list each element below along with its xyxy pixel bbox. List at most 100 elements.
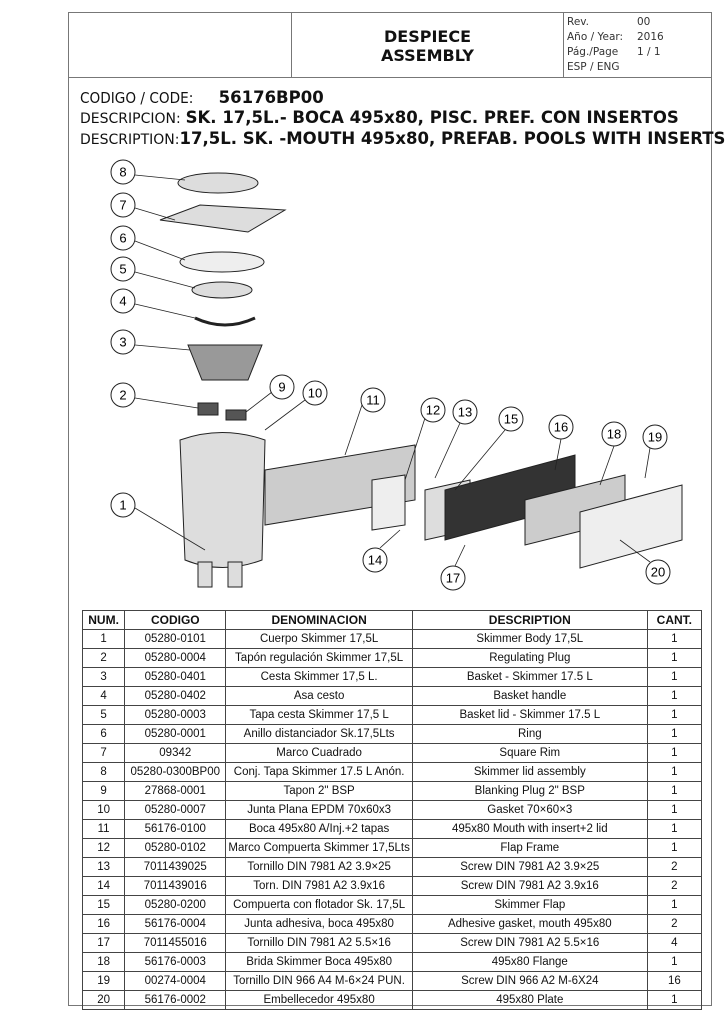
table-cell: Torn. DIN 7981 A2 3.9x16 (225, 876, 413, 896)
part-flap-frame (371, 474, 406, 531)
callout-2: 2 (110, 382, 136, 408)
table-cell: 05280-0300BP00 (124, 762, 227, 782)
table-cell: 05280-0003 (124, 705, 227, 725)
table-cell: 14 (81, 876, 126, 896)
table-cell: 1 (81, 629, 126, 649)
table-cell: Marco Cuadrado (225, 743, 413, 763)
table-cell: 1 (646, 819, 703, 839)
callout-circle (302, 380, 328, 406)
column-header: DENOMINACION (225, 610, 413, 630)
callout-number: 9 (278, 380, 285, 395)
callout-circle (548, 414, 574, 440)
callout-number: 2 (119, 388, 126, 403)
callout-11: 11 (360, 387, 386, 413)
table-cell: 19 (81, 971, 126, 991)
table-cell: Tapon 2" BSP (225, 781, 413, 801)
table-cell: Tapón regulación Skimmer 17,5L (225, 648, 413, 668)
rev-label: Rev. (567, 16, 590, 28)
table-cell: Skimmer Body 17,5L (411, 629, 648, 649)
callout-circle (360, 387, 386, 413)
table-cell: 13 (81, 857, 126, 877)
table-cell: 05280-0102 (124, 838, 227, 858)
table-cell: Flap Frame (411, 838, 648, 858)
table-cell: 11 (81, 819, 126, 839)
table-cell: 9 (81, 781, 126, 801)
callout-number: 7 (119, 198, 126, 213)
callout-circle (110, 492, 136, 518)
table-cell: 17 (81, 933, 126, 953)
table-cell: 1 (646, 743, 703, 763)
table-cell: 2 (646, 914, 703, 934)
callout-number: 17 (446, 571, 460, 586)
table-cell: 4 (81, 686, 126, 706)
table-cell: 1 (646, 990, 703, 1010)
table-cell: Embellecedor 495x80 (225, 990, 413, 1010)
table-cell: Screw DIN 7981 A2 5.5×16 (411, 933, 648, 953)
callout-number: 15 (504, 412, 518, 427)
table-cell: 09342 (124, 743, 227, 763)
table-cell: Ring (411, 724, 648, 744)
callout-circle (110, 192, 136, 218)
callout-12: 12 (420, 397, 446, 423)
table-cell: 7011455016 (124, 933, 227, 953)
table-cell: 5 (81, 705, 126, 725)
part-body (179, 432, 266, 568)
table-cell: 7 (81, 743, 126, 763)
table-cell: 05280-0004 (124, 648, 227, 668)
callout-circle (110, 225, 136, 251)
part-plate (579, 484, 683, 569)
table-cell: 27868-0001 (124, 781, 227, 801)
callout-number: 1 (119, 498, 126, 513)
table-cell: 1 (646, 781, 703, 801)
callout-14: 14 (362, 547, 388, 573)
product-info: CODIGO / CODE: 56176BP00 DESCRIPCION: SK… (80, 88, 725, 150)
part-body-outlet (197, 561, 213, 588)
callout-number: 11 (366, 393, 380, 408)
table-cell: Adhesive gasket, mouth 495x80 (411, 914, 648, 934)
callout-15: 15 (498, 406, 524, 432)
callout-circle (110, 256, 136, 282)
callout-number: 16 (554, 420, 568, 435)
table-cell: 7011439016 (124, 876, 227, 896)
table-cell: 56176-0003 (124, 952, 227, 972)
table-cell: 6 (81, 724, 126, 744)
rev-value: 00 (637, 16, 651, 28)
part-body-outlet (227, 561, 243, 588)
callout-number: 13 (458, 405, 472, 420)
callout-8: 8 (110, 159, 136, 185)
part-ring (179, 251, 265, 273)
callout-number: 10 (308, 386, 322, 401)
table-cell: Screw DIN 7981 A2 3.9x16 (411, 876, 648, 896)
callout-circle (110, 288, 136, 314)
callout-circle (110, 382, 136, 408)
table-cell: 1 (646, 686, 703, 706)
desc-es-label: DESCRIPCION: (80, 111, 181, 127)
table-cell: Regulating Plug (411, 648, 648, 668)
table-cell: 2 (81, 648, 126, 668)
table-cell: 495x80 Mouth with insert+2 lid (411, 819, 648, 839)
table-cell: Junta Plana EPDM 70x60x3 (225, 800, 413, 820)
table-cell: 05280-0401 (124, 667, 227, 687)
year-label: Año / Year: (567, 31, 624, 43)
table-cell: 8 (81, 762, 126, 782)
part-gasket (225, 409, 247, 421)
table-cell: Tapa cesta Skimmer 17,5 L (225, 705, 413, 725)
table-cell: Skimmer Flap (411, 895, 648, 915)
